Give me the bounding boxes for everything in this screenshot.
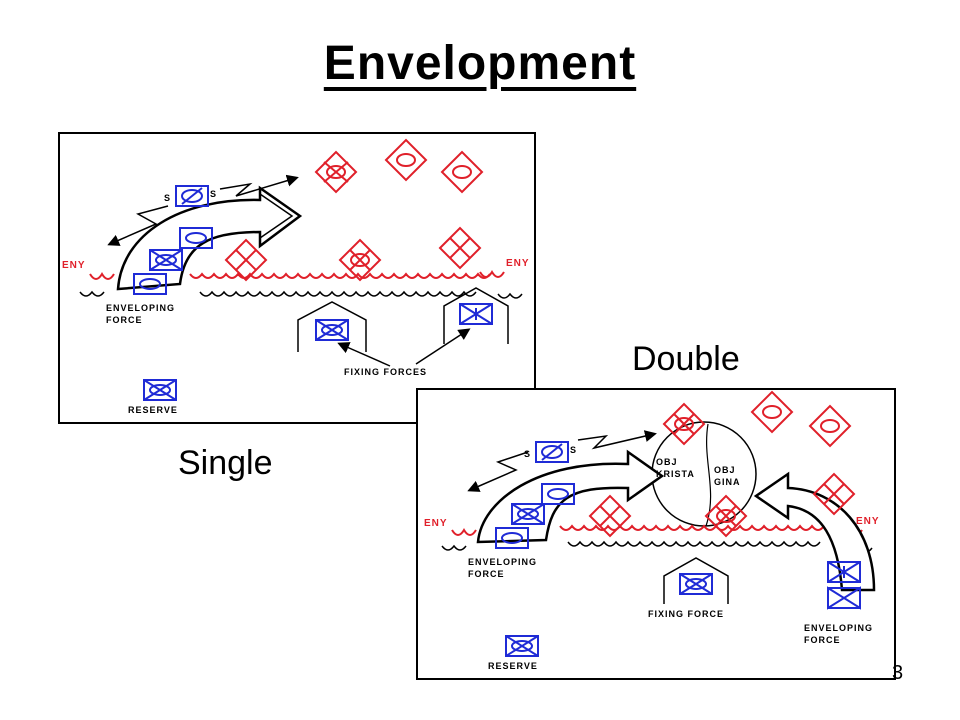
enemy-unit-5	[338, 238, 382, 282]
enemy-unit-2	[750, 390, 794, 434]
enemy-left-flank	[89, 272, 115, 280]
enemy-unit-6	[812, 472, 856, 516]
label-s2: S	[570, 445, 578, 455]
enemy-unit-5	[704, 494, 748, 538]
single-envelopment-diagram: S S ENY ENY ENVELOPING FORCE FIXING FORC…	[58, 132, 536, 424]
label-enveloping-force-left: ENVELOPING FORCE	[468, 557, 538, 579]
enemy-unit-3	[440, 150, 484, 194]
enemy-unit-1	[662, 402, 706, 446]
label-fixing-force: FIXING FORCE	[648, 609, 725, 619]
friendly-unit-reserve	[143, 379, 177, 401]
double-envelopment-graphic	[441, 390, 876, 657]
enemy-front-line	[189, 272, 491, 279]
label-reserve: RESERVE	[128, 405, 178, 415]
friendly-unit-recon	[535, 441, 569, 463]
friendly-front-line	[199, 290, 477, 297]
label-s1: S	[164, 193, 172, 203]
enemy-unit-1	[314, 150, 358, 194]
label-eny-right: ENY	[856, 516, 880, 527]
label-s1: S	[524, 449, 532, 459]
friendly-unit-1	[179, 227, 213, 249]
label-obj-krista: OBJ KRISTA	[656, 457, 695, 479]
friendly-unit-fixing-1	[315, 319, 349, 341]
label-reserve: RESERVE	[488, 661, 538, 671]
double-envelopment-diagram: S S OBJ KRISTA OBJ GINA ENY ENY ENVELOPI…	[416, 388, 896, 680]
recon-bolt-left	[467, 451, 529, 492]
friendly-unit-right-2	[827, 586, 861, 610]
enemy-unit-6	[438, 226, 482, 270]
label-eny-left: ENY	[424, 518, 448, 529]
friendly-unit-reserve	[505, 635, 539, 657]
label-obj-gina: OBJ GINA	[714, 465, 741, 487]
recon-bolt-right	[577, 430, 657, 450]
enemy-unit-3	[808, 404, 852, 448]
label-eny-left: ENY	[62, 260, 86, 271]
friendly-unit-3	[133, 273, 167, 295]
caption-single: Single	[178, 444, 273, 482]
label-s2: S	[210, 189, 218, 199]
friendly-unit-fixing	[679, 573, 713, 595]
friendly-unit-2	[511, 503, 545, 525]
friendly-front-line	[567, 540, 821, 547]
recon-bolt-left	[107, 205, 169, 246]
friendly-unit-fixing-2	[459, 303, 493, 325]
enemy-unit-2	[384, 138, 428, 182]
enemy-unit-4	[224, 238, 268, 282]
friendly-unit-right-1	[827, 561, 861, 583]
slide-title: Envelopment	[323, 37, 637, 90]
single-envelopment-graphic	[79, 138, 523, 401]
caption-double: Double	[632, 340, 740, 378]
label-enveloping-force: ENVELOPING FORCE	[106, 303, 176, 325]
friendly-unit-recon	[175, 185, 209, 207]
label-fixing-forces: FIXING FORCES	[344, 367, 428, 377]
friendly-unit-1	[541, 483, 575, 505]
label-eny-right: ENY	[506, 258, 530, 269]
recon-bolt-right	[219, 174, 299, 197]
page-number: 3	[892, 662, 904, 684]
label-enveloping-force-right: ENVELOPING FORCE	[804, 623, 874, 645]
friendly-unit-2	[149, 249, 183, 271]
enemy-unit-4	[588, 494, 632, 538]
enveloping-arrow-right	[753, 471, 876, 592]
enemy-right-flank	[479, 270, 505, 278]
friendly-unit-3	[495, 527, 529, 549]
